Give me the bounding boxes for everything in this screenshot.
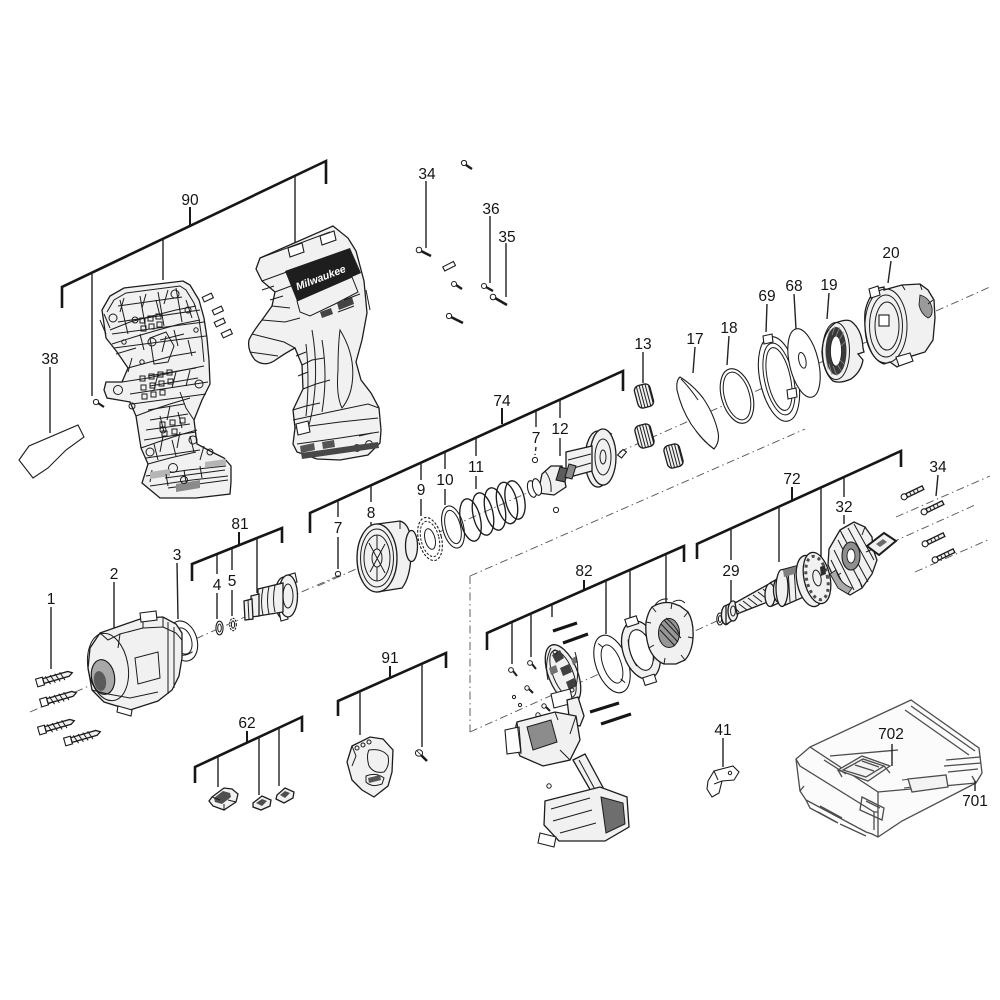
svg-text:2: 2	[110, 566, 119, 583]
svg-text:7: 7	[532, 430, 541, 447]
svg-text:19: 19	[820, 277, 837, 294]
svg-text:9: 9	[417, 482, 426, 499]
svg-text:13: 13	[634, 336, 651, 353]
svg-text:17: 17	[686, 331, 703, 348]
svg-text:20: 20	[882, 245, 900, 262]
svg-text:36: 36	[482, 201, 499, 218]
svg-text:72: 72	[783, 471, 800, 488]
svg-text:1: 1	[47, 591, 56, 608]
svg-text:68: 68	[785, 278, 802, 295]
svg-text:34: 34	[929, 459, 947, 476]
svg-text:10: 10	[436, 472, 454, 489]
svg-text:3: 3	[173, 547, 182, 564]
svg-text:82: 82	[575, 563, 592, 580]
svg-text:701: 701	[962, 793, 988, 810]
svg-text:35: 35	[498, 229, 515, 246]
svg-text:91: 91	[381, 650, 398, 667]
svg-text:81: 81	[231, 516, 248, 533]
svg-text:74: 74	[493, 393, 511, 410]
svg-text:702: 702	[878, 726, 904, 743]
svg-text:8: 8	[367, 505, 376, 522]
svg-text:41: 41	[714, 722, 731, 739]
svg-text:12: 12	[551, 421, 568, 438]
svg-text:32: 32	[835, 499, 852, 516]
svg-text:34: 34	[418, 166, 436, 183]
svg-text:90: 90	[181, 192, 199, 209]
svg-text:29: 29	[722, 563, 739, 580]
svg-text:5: 5	[228, 573, 237, 590]
svg-text:62: 62	[238, 715, 255, 732]
svg-text:69: 69	[758, 288, 775, 305]
svg-text:38: 38	[41, 351, 58, 368]
svg-text:18: 18	[720, 320, 737, 337]
svg-text:4: 4	[213, 577, 222, 594]
svg-text:7: 7	[334, 520, 343, 537]
svg-text:11: 11	[468, 459, 484, 476]
